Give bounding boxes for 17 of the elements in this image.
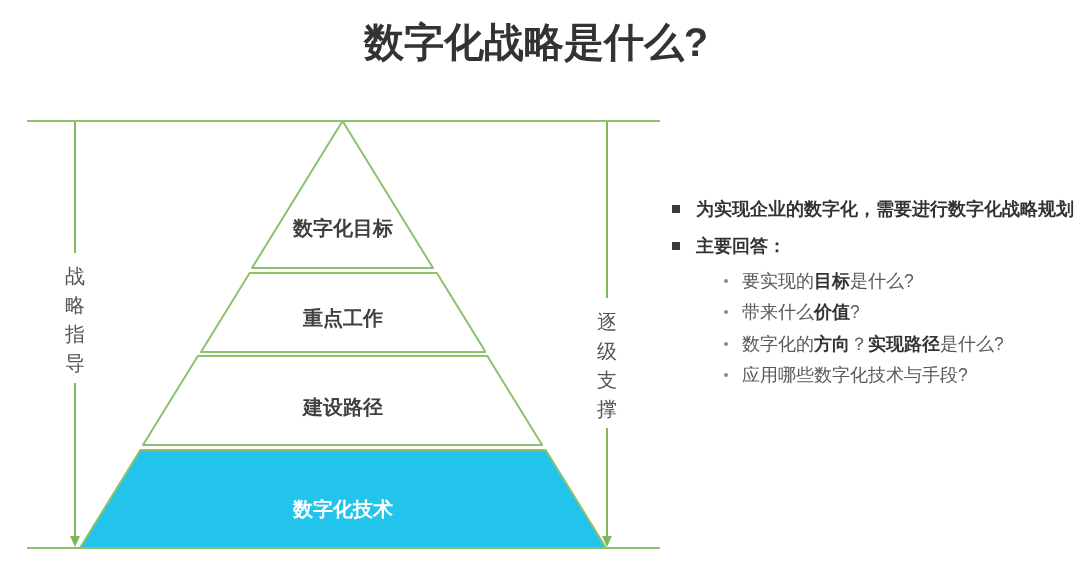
layer-label: 数字化目标 <box>293 216 393 240</box>
layer-label: 数字化技术 <box>293 497 393 521</box>
list-item: 带来什么价值? <box>742 301 860 323</box>
list-item: 数字化的方向？实现路径是什么? <box>742 333 1004 355</box>
list-item: 应用哪些数字化技术与手段? <box>742 364 968 386</box>
layer-label: 建设路径 <box>303 395 383 419</box>
side-label: 逐级支撑 <box>597 310 617 422</box>
pyramid-layer <box>142 355 544 446</box>
pyramid-layer <box>251 120 435 269</box>
bullet-text: 主要回答： <box>696 235 786 257</box>
bullet-text: 为实现企业的数字化，需要进行数字化战略规划 <box>696 198 1074 220</box>
side-label: 战略指导 <box>65 264 85 376</box>
layer-label: 重点工作 <box>303 306 383 330</box>
list-item: 要实现的目标是什么? <box>742 270 914 292</box>
title: 数字化战略是什么? <box>363 19 709 66</box>
pyramid-layer <box>199 272 487 353</box>
pyramid-layer <box>78 449 607 549</box>
